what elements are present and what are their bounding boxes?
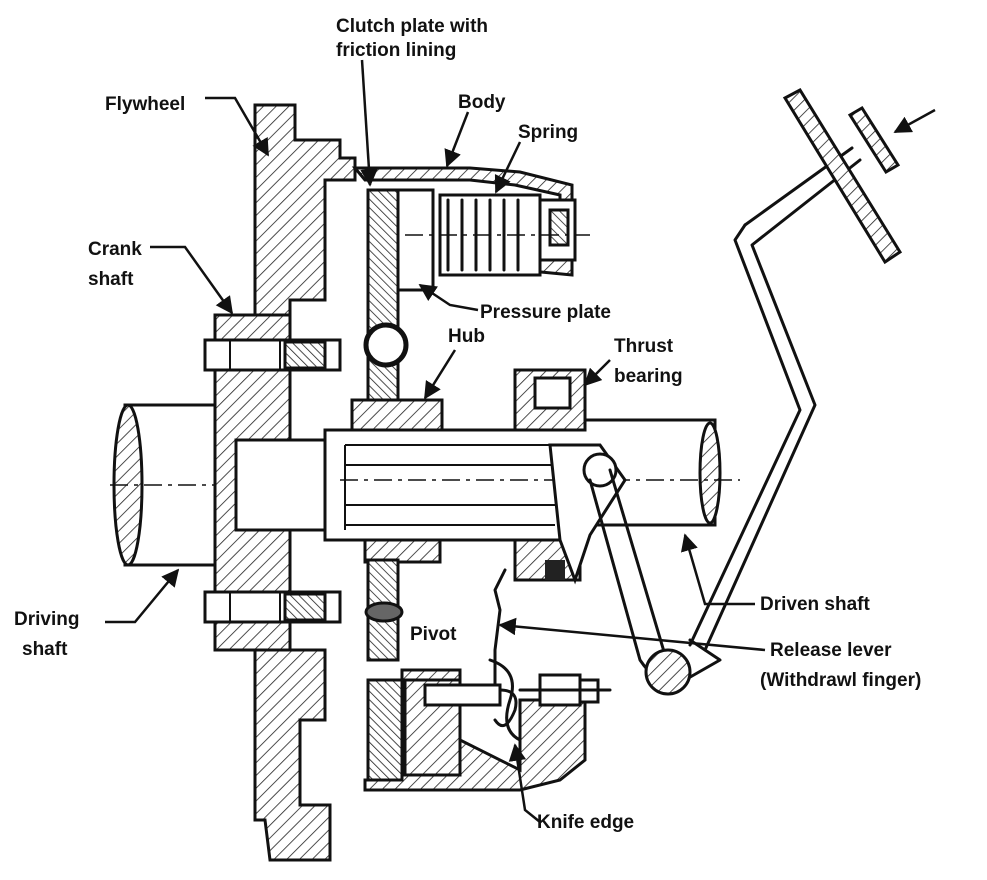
clutch-plate-lower <box>364 558 405 792</box>
clutch-plate-label-line2: friction lining <box>336 40 456 61</box>
hub <box>350 188 444 564</box>
driving-shaft-label-line1: Driving <box>14 609 79 630</box>
thrust-bearing-label-line2: bearing <box>614 366 683 387</box>
crank-shaft-label-line2: shaft <box>88 269 134 290</box>
pressure-plate-label: Pressure plate <box>480 302 611 323</box>
driving-shaft-label-line2: shaft <box>22 639 68 660</box>
springs <box>405 193 590 277</box>
body-label: Body <box>458 92 506 113</box>
thrust-bearing-label-line1: Thrust <box>614 336 674 357</box>
flywheel-label: Flywheel <box>105 94 185 115</box>
pivot-label: Pivot <box>410 624 457 645</box>
crank-shaft-bolts <box>203 338 342 624</box>
release-lever-label-line1: Release lever <box>770 640 892 661</box>
clutch-pedal <box>782 88 903 265</box>
crank-shaft-label-line1: Crank <box>88 239 142 260</box>
knife-edge-label: Knife edge <box>537 812 634 833</box>
thrust-bearing <box>513 368 587 582</box>
hub-label: Hub <box>448 326 485 347</box>
driven-shaft-label: Driven shaft <box>760 594 870 615</box>
release-lever <box>423 443 627 742</box>
labels: Clutch plate with friction lining Flywhe… <box>14 16 921 833</box>
pedal-linkage <box>588 88 936 696</box>
driven-shaft <box>323 418 740 542</box>
flywheel <box>213 103 357 862</box>
splines <box>344 444 555 530</box>
clutch-plate-label-line1: Clutch plate with <box>336 16 488 37</box>
release-lever-label-line2: (Withdrawl finger) <box>760 670 921 691</box>
adjusting-nut <box>518 673 612 707</box>
spring-label: Spring <box>518 122 578 143</box>
